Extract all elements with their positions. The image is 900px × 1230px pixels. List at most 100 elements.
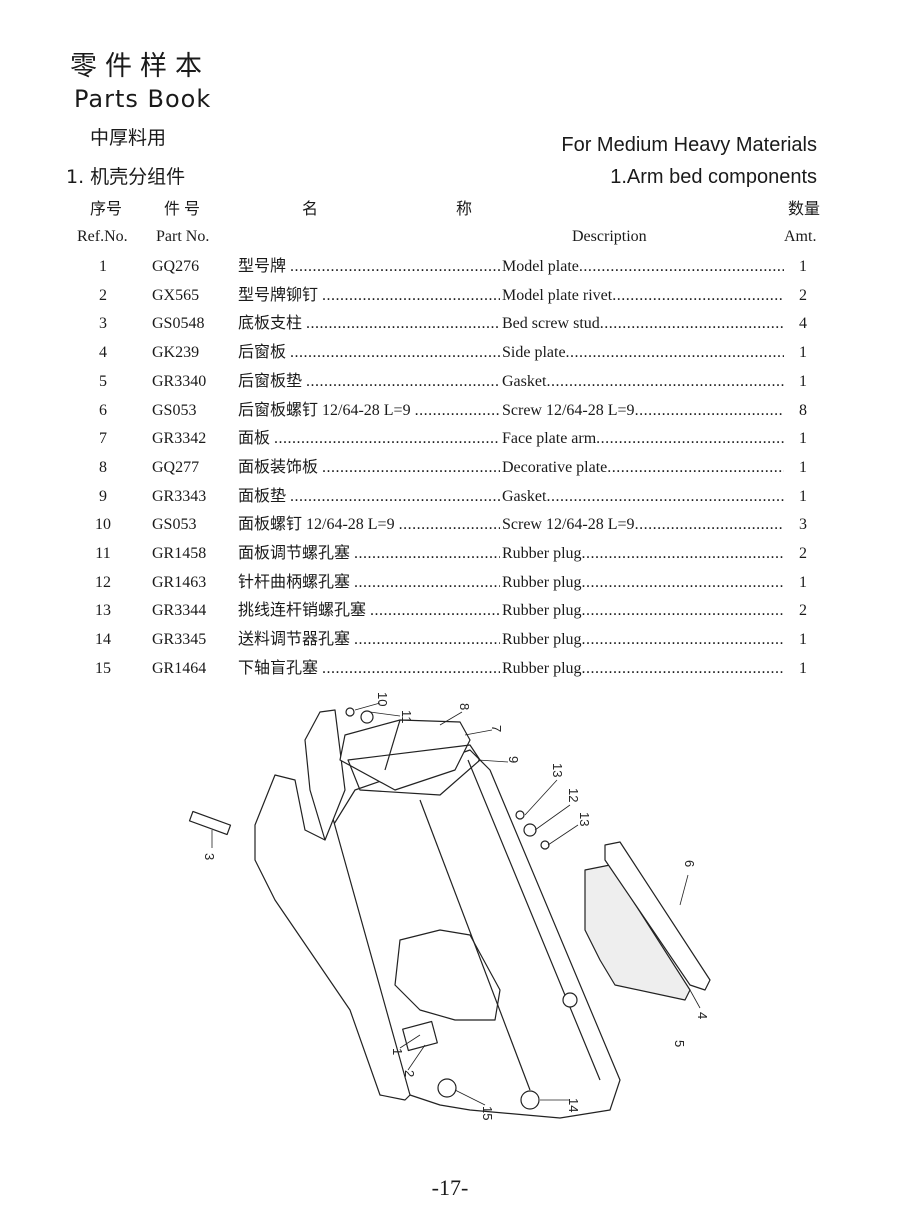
part-no: GR1463 [152, 573, 207, 591]
name-cn-cell: 面板螺钉 12/64-28 L=9 [238, 515, 500, 534]
description-cell: Rubber plug [502, 659, 784, 678]
name-cn-cell: 面板调节螺孔塞 [238, 544, 500, 563]
name-cn: 针杆曲柄螺孔塞 [238, 573, 351, 591]
description-cell: Rubber plug [502, 544, 784, 563]
name-cn: 面板调节螺孔塞 [238, 545, 351, 562]
description-cell: Gasket [502, 487, 784, 506]
ref-no: 14 [95, 631, 111, 649]
amount: 2 [799, 602, 807, 620]
plug-13a [515, 810, 525, 820]
name-cn: 挑线连杆销螺孔塞 [238, 602, 367, 620]
description-cell: Screw 12/64-28 L=9 [502, 515, 784, 534]
col-part-cn: 件 号 [164, 201, 201, 218]
table-row: 10 GS053 面板螺钉 12/64-28 L=9 Screw 12/64-28 … [0, 515, 900, 543]
description: Bed screw stud [502, 315, 600, 333]
description-cell: Decorative plate [502, 458, 784, 477]
description-cell: Model plate rivet [502, 286, 784, 305]
plug-11 [360, 710, 374, 724]
callout-1: 1 [390, 1048, 405, 1055]
page-number: -17- [431, 1175, 469, 1200]
amount: 8 [799, 401, 807, 419]
part-no: GR3344 [152, 602, 207, 620]
amount: 2 [799, 545, 807, 562]
subtitle-cn: 中厚料用 [90, 127, 167, 149]
model-plate [402, 1020, 438, 1052]
description: Rubber plug [502, 545, 582, 562]
hole [562, 992, 578, 1008]
description-cell: Gasket [502, 372, 784, 391]
ref-no: 10 [95, 516, 111, 534]
subtitle-en: For Medium Heavy Materials [561, 134, 817, 156]
ref-no: 13 [95, 602, 111, 620]
name-cn-cell: 送料调节器孔塞 [238, 630, 500, 649]
plug-12 [523, 823, 537, 837]
ref-no: 1 [99, 258, 107, 275]
amount: 4 [799, 315, 807, 333]
name-cn: 面板装饰板 [238, 458, 319, 476]
description: Rubber plug [502, 631, 582, 649]
amount: 1 [799, 344, 807, 362]
part-no: GR1458 [152, 545, 207, 562]
callout-2: 2 [402, 1070, 417, 1077]
description: Gasket [502, 487, 547, 505]
ref-no: 15 [95, 659, 111, 677]
ref-no: 2 [99, 286, 107, 304]
plug-13b [540, 840, 550, 850]
name-cn: 面板 [238, 430, 271, 448]
callout-4: 4 [695, 1012, 710, 1019]
callout-11: 11 [399, 710, 414, 724]
name-cn-cell: 后窗板 [238, 343, 500, 362]
amount: 3 [799, 516, 807, 534]
col-name-cn-2: 称 [456, 201, 473, 218]
description-cell: Face plate arm [502, 429, 784, 448]
amount: 1 [799, 487, 807, 505]
plug-14 [520, 1090, 540, 1110]
name-cn-cell: 针杆曲柄螺孔塞 [238, 573, 500, 592]
name-cn: 型号牌铆钉 [238, 286, 319, 304]
callout-15: 15 [480, 1106, 495, 1120]
part-no: GR3345 [152, 631, 207, 649]
ref-no: 9 [99, 487, 107, 505]
name-cn-cell: 后窗板螺钉 12/64-28 L=9 [238, 401, 500, 420]
description-cell: Bed screw stud [502, 314, 784, 333]
part-no: GS053 [152, 401, 197, 419]
screw-10 [345, 707, 355, 717]
col-desc-en: Description [572, 228, 647, 245]
table-row: 13 GR3344 挑线连杆销螺孔塞 Rubber plug 2 [0, 601, 900, 629]
callout-9: 9 [506, 756, 521, 763]
name-cn-cell: 后窗板垫 [238, 372, 500, 391]
callout-13b: 13 [577, 812, 592, 826]
callout-12: 12 [566, 788, 581, 802]
name-cn: 型号牌 [238, 258, 287, 275]
col-ref-en: Ref.No. [77, 228, 128, 245]
amount: 1 [799, 458, 807, 476]
part-no: GX565 [152, 286, 200, 304]
section-title-en: 1.Arm bed components [610, 166, 817, 188]
section-title-cn: 1. 机壳分组件 [66, 166, 186, 188]
description-cell: Rubber plug [502, 573, 784, 592]
callout-6: 6 [682, 860, 697, 867]
description: Rubber plug [502, 573, 582, 591]
ref-no: 5 [99, 372, 107, 390]
plug-15 [437, 1078, 457, 1098]
gasket-9 [347, 744, 481, 796]
col-amt-en: Amt. [784, 228, 817, 245]
name-cn: 底板支柱 [238, 315, 303, 333]
part-no: GS053 [152, 516, 197, 534]
name-cn: 后窗板 [238, 344, 287, 362]
description-cell: Rubber plug [502, 601, 784, 620]
stud-3 [188, 810, 232, 836]
title-en: Parts Book [74, 85, 212, 113]
name-cn-cell: 型号牌铆钉 [238, 286, 500, 305]
col-ref-cn: 序号 [90, 201, 123, 218]
ref-no: 6 [99, 401, 107, 419]
description: Rubber plug [502, 602, 582, 620]
description-cell: Screw 12/64-28 L=9 [502, 401, 784, 420]
